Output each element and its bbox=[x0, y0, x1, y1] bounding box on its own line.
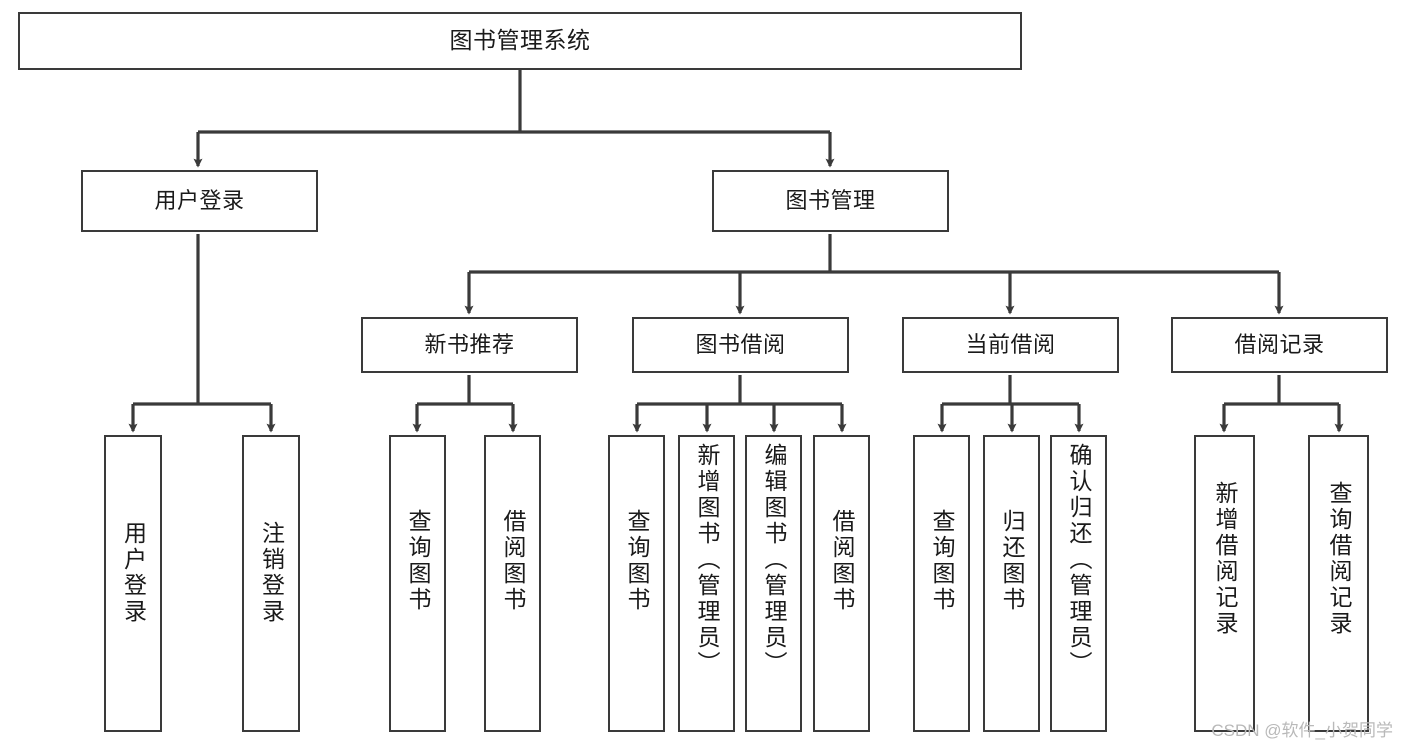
node-root-book-management-system[interactable]: 图书管理系统 bbox=[18, 12, 1022, 70]
node-label: 注销登录 bbox=[258, 521, 285, 625]
node-label: 用户登录 bbox=[120, 521, 147, 625]
leaf-current-return-books[interactable]: 归还图书 bbox=[983, 435, 1040, 732]
leaf-current-confirm-return-admin[interactable]: 确认归还（管理员） bbox=[1050, 435, 1107, 732]
node-label: 查询图书 bbox=[624, 509, 650, 613]
node-new-book-recommendation[interactable]: 新书推荐 bbox=[361, 317, 578, 373]
node-label: 查询图书 bbox=[929, 509, 955, 613]
node-label: 图书借阅 bbox=[695, 332, 786, 358]
node-label: 图书管理 bbox=[785, 188, 876, 214]
node-label: 用户登录 bbox=[154, 188, 245, 214]
leaf-record-query-record[interactable]: 查询借阅记录 bbox=[1308, 435, 1369, 732]
node-user-login[interactable]: 用户登录 bbox=[81, 170, 318, 232]
csdn-watermark: CSDN @软件_小贺同学 bbox=[1211, 721, 1393, 740]
leaf-user-login-logout[interactable]: 注销登录 bbox=[242, 435, 300, 732]
node-label: 查询图书 bbox=[405, 509, 431, 613]
node-label: 新书推荐 bbox=[424, 332, 515, 358]
node-label: 借阅图书 bbox=[500, 509, 526, 613]
leaf-borrow-query-books[interactable]: 查询图书 bbox=[608, 435, 665, 732]
leaf-current-query-books[interactable]: 查询图书 bbox=[913, 435, 970, 732]
node-book-management[interactable]: 图书管理 bbox=[712, 170, 949, 232]
leaf-user-login-login[interactable]: 用户登录 bbox=[104, 435, 162, 732]
node-label: 图书管理系统 bbox=[449, 27, 591, 54]
node-label: 借阅记录 bbox=[1234, 332, 1325, 358]
leaf-borrow-add-book-admin[interactable]: 新增图书（管理员） bbox=[678, 435, 735, 732]
leaf-record-add-record[interactable]: 新增借阅记录 bbox=[1194, 435, 1255, 732]
node-label: 新增图书（管理员） bbox=[694, 443, 720, 677]
leaf-new-book-query-books[interactable]: 查询图书 bbox=[389, 435, 446, 732]
leaf-borrow-edit-book-admin[interactable]: 编辑图书（管理员） bbox=[745, 435, 802, 732]
node-borrowing-record[interactable]: 借阅记录 bbox=[1171, 317, 1388, 373]
node-label: 借阅图书 bbox=[829, 509, 855, 613]
node-label: 当前借阅 bbox=[965, 332, 1056, 358]
node-label: 归还图书 bbox=[999, 509, 1025, 613]
node-label: 查询借阅记录 bbox=[1326, 481, 1352, 637]
leaf-borrow-borrow-books[interactable]: 借阅图书 bbox=[813, 435, 870, 732]
node-label: 确认归还（管理员） bbox=[1066, 443, 1092, 677]
leaf-new-book-borrow-books[interactable]: 借阅图书 bbox=[484, 435, 541, 732]
node-label: 编辑图书（管理员） bbox=[761, 443, 787, 677]
node-book-borrowing[interactable]: 图书借阅 bbox=[632, 317, 849, 373]
node-current-borrowing[interactable]: 当前借阅 bbox=[902, 317, 1119, 373]
node-label: 新增借阅记录 bbox=[1212, 481, 1238, 637]
